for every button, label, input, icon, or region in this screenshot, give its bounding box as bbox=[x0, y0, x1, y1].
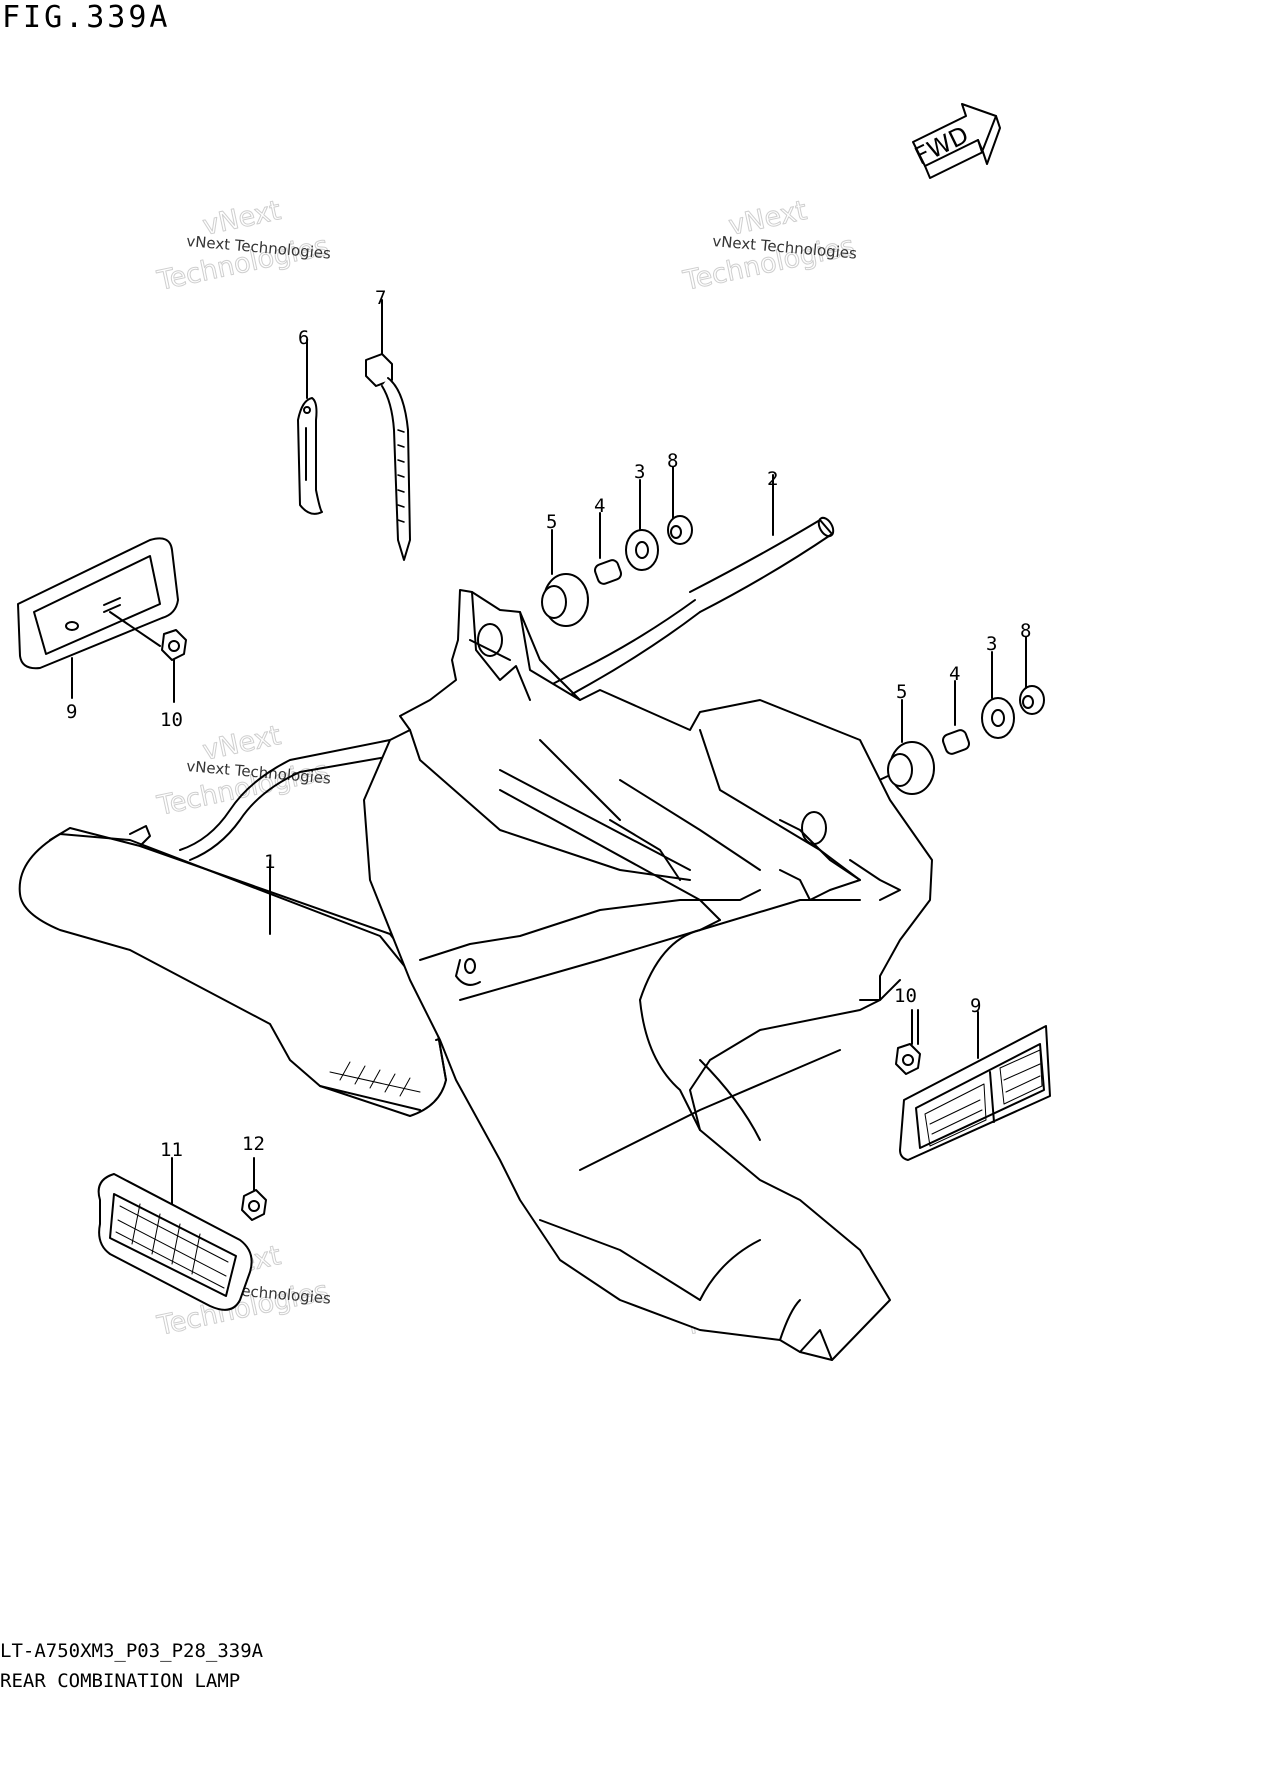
callout-6: 6 bbox=[298, 327, 309, 349]
callout-5-left: 5 bbox=[546, 511, 557, 533]
callout-8-left: 8 bbox=[667, 450, 678, 472]
callout-11: 11 bbox=[160, 1139, 183, 1161]
callout-8-right: 8 bbox=[1020, 620, 1031, 642]
callout-9-left: 9 bbox=[66, 701, 77, 723]
callout-1: 1 bbox=[264, 851, 275, 873]
part-7-cable-tie bbox=[365, 299, 411, 561]
callout-labels: 1 2 3 3 4 4 5 5 6 7 8 8 9 9 10 10 11 12 bbox=[66, 287, 1031, 1161]
left-mount-hardware bbox=[541, 466, 693, 627]
callout-12: 12 bbox=[242, 1133, 265, 1155]
callout-4-right: 4 bbox=[949, 663, 960, 685]
callout-3-left: 3 bbox=[634, 461, 645, 483]
part-9-right-reflector bbox=[899, 1011, 1051, 1161]
right-mount-hardware bbox=[857, 636, 1045, 795]
fwd-arrow-icon: FWD bbox=[910, 103, 1001, 179]
figure-title: FIG.339A bbox=[2, 0, 171, 35]
callout-10-left: 10 bbox=[160, 709, 183, 731]
callout-10-right: 10 bbox=[894, 985, 917, 1007]
section-title: REAR COMBINATION LAMP bbox=[0, 1670, 241, 1692]
callout-3-right: 3 bbox=[986, 633, 997, 655]
callout-7: 7 bbox=[375, 287, 386, 309]
model-code: LT-A750XM3_P03_P28_339A bbox=[0, 1640, 264, 1662]
callout-5-right: 5 bbox=[896, 681, 907, 703]
part-11-side-reflector bbox=[97, 1157, 253, 1311]
part-10-right-nut bbox=[895, 1009, 921, 1075]
callout-4-left: 4 bbox=[594, 495, 605, 517]
rear-frame-fender bbox=[363, 589, 933, 1361]
callout-2: 2 bbox=[767, 468, 778, 490]
part-9-left-reflector bbox=[17, 537, 179, 699]
part-6-clamp bbox=[297, 339, 323, 515]
callout-9-right: 9 bbox=[970, 995, 981, 1017]
part-12-nut bbox=[241, 1157, 267, 1221]
part-10-left-nut bbox=[161, 629, 187, 703]
